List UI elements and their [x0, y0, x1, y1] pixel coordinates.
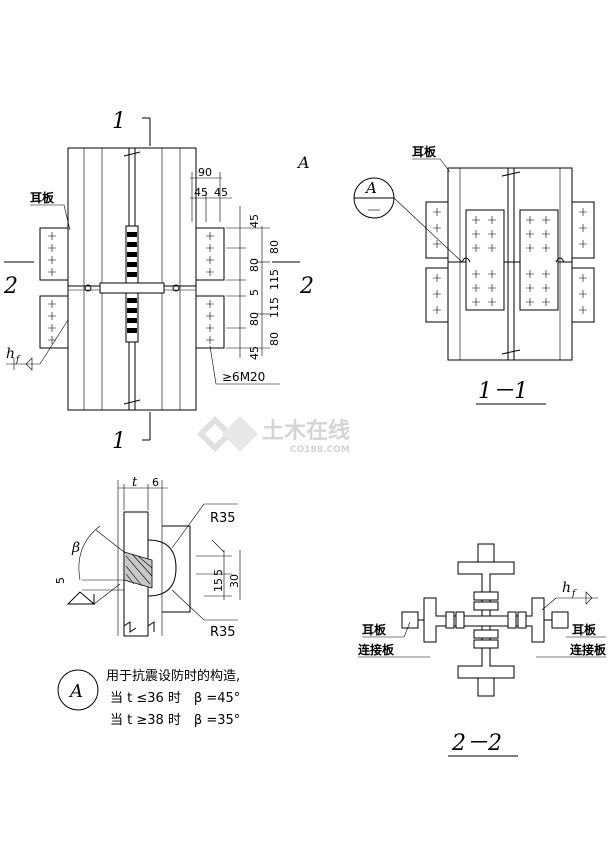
- detail-r35-top: R35: [210, 511, 236, 526]
- detail-note-2: 当 t ≤36 时 β =45°: [110, 691, 240, 706]
- flange-connector: [99, 282, 165, 294]
- watermark-logo-icon: [197, 416, 258, 452]
- dim-r1-80a: 80: [248, 258, 261, 272]
- left-ear-plates: [39, 227, 69, 349]
- dim-r2-80b: 80: [268, 332, 281, 346]
- dim-r2-115a: 115: [268, 269, 281, 290]
- detail-mark-a: A: [68, 681, 83, 702]
- detail-note-1: 用于抗震设防时的构造,: [106, 668, 240, 684]
- dim-r2-80a: 80: [268, 240, 281, 254]
- detail-ref-1-1: A: [364, 179, 377, 197]
- label-2-2-left-1: 耳板: [362, 622, 387, 637]
- svg-text:f: f: [15, 355, 21, 365]
- detail-a-view: t 6 β 5 R35 R35 5 15 30 A 用于抗震设防时的构造, 当 …: [54, 475, 241, 728]
- section-mark-bottom: 1: [112, 429, 126, 454]
- weld-symbol-2-2: h f: [541, 580, 598, 611]
- detail-mark-circle: [57, 669, 99, 711]
- side-mark-right: 2: [299, 274, 314, 299]
- bolt-stack-2-2: [445, 591, 527, 649]
- dim-r2-115b: 115: [268, 297, 281, 318]
- side-mark-left: 2: [3, 274, 18, 299]
- dim-45b: 45: [214, 186, 228, 199]
- dim-r1-45b: 45: [248, 346, 261, 360]
- detail-dim-30: 30: [228, 574, 241, 588]
- svg-text:h: h: [562, 580, 571, 596]
- detail-t-label: t: [132, 475, 138, 490]
- dim-r1-80b: 80: [248, 312, 261, 326]
- watermark-en: CO188.COM: [290, 445, 350, 455]
- dim-r1-5: 5: [248, 289, 261, 296]
- svg-text:h: h: [6, 346, 15, 362]
- section-label-1-1: 1－1: [478, 379, 528, 404]
- weld-symbol-main: h f: [6, 319, 69, 371]
- column-cross-horizontal: [423, 597, 545, 643]
- detail-dim-15: 15: [212, 578, 225, 592]
- web-bolts: [127, 232, 137, 333]
- section-1-1-view: 耳板 A 1－1: [353, 144, 595, 405]
- watermark: 土木在线 CO188.COM: [197, 416, 350, 455]
- detail-dim-6: 6: [152, 476, 159, 489]
- detail-dim-5-right: 5: [212, 569, 225, 576]
- top-dimensions: 90 45 45: [190, 166, 232, 222]
- flange-plate-right: [519, 209, 559, 311]
- detail-ref-a: A: [296, 153, 310, 172]
- label-2-2-right-1: 耳板: [572, 622, 597, 637]
- detail-note-3: 当 t ≥38 时 β =35°: [110, 713, 240, 728]
- detail-beta: β: [71, 540, 80, 556]
- dim-45a: 45: [194, 186, 208, 199]
- main-elevation-view: 1 1 2 2 耳板 A h f 90 45 45: [3, 109, 314, 454]
- dim-r1-45: 45: [248, 214, 261, 228]
- bolt-crosses-1-1: [472, 216, 550, 306]
- watermark-cn: 土木在线: [262, 418, 350, 444]
- section-mark-top: 1: [112, 109, 126, 134]
- detail-r35-bottom: R35: [210, 625, 236, 640]
- ear-plate-label-1-1: 耳板: [412, 144, 437, 159]
- right-dimensions: [226, 206, 270, 358]
- label-2-2-left-2: 连接板: [358, 642, 395, 657]
- section-2-2-view: 耳板 连接板 耳板 连接板 h f 2－2: [358, 543, 607, 757]
- label-2-2-right-2: 连接板: [570, 642, 607, 657]
- ear-plate-label: 耳板: [30, 190, 55, 205]
- svg-text:f: f: [571, 589, 577, 599]
- detail-dim-5-left: 5: [54, 577, 67, 584]
- dim-90: 90: [198, 166, 212, 179]
- flange-plate-left: [465, 209, 505, 311]
- right-ear-plates: [195, 227, 225, 349]
- section-label-2-2: 2－2: [451, 731, 502, 756]
- bolt-note: ≥6M20: [222, 370, 265, 384]
